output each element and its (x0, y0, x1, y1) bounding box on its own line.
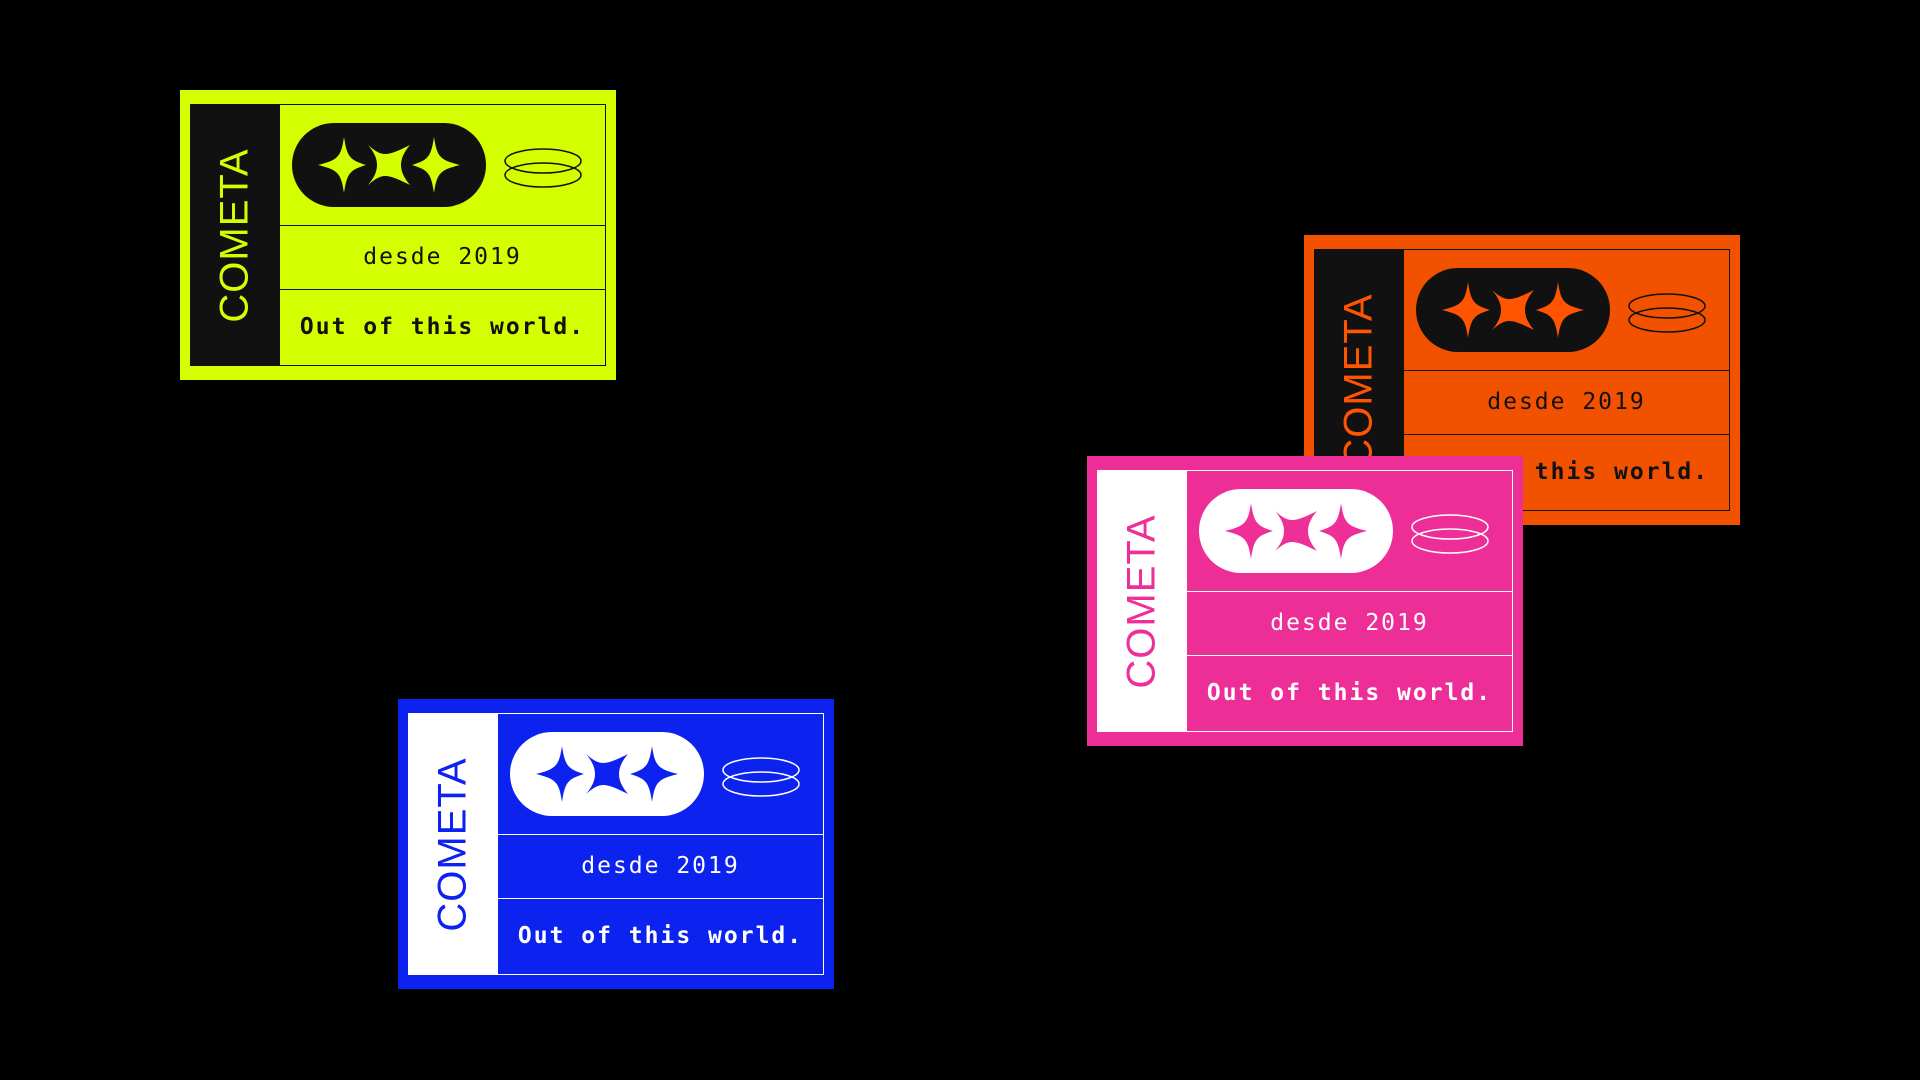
tagline: Out of this world. (517, 923, 804, 949)
sparkle-stars-icon (536, 746, 678, 802)
stars-pill (510, 732, 704, 816)
brand-card-blue: COMETA desde 2019 Out of this world. (398, 699, 834, 989)
since-label: desde 2019 (498, 834, 823, 899)
double-ring-icon (722, 757, 800, 797)
brand-card-lime: COMETA desde 2019 Out of this world. (180, 90, 616, 380)
double-ring-icon (1628, 293, 1706, 333)
card-content: desde 2019 Out of this world. (279, 105, 605, 365)
stars-pill (1199, 489, 1393, 573)
since-label: desde 2019 (280, 225, 605, 290)
tagline: Out of this world. (1206, 680, 1493, 706)
brand-name: COMETA (1119, 513, 1164, 689)
sparkle-stars-icon (1225, 503, 1367, 559)
logo-row (1187, 471, 1512, 592)
since-label: desde 2019 (1404, 370, 1729, 435)
logo-row (1404, 250, 1729, 371)
sparkle-stars-icon (318, 137, 460, 193)
card-content: desde 2019 Out of this world. (1186, 471, 1512, 731)
card-sidebar: COMETA (1098, 471, 1186, 731)
double-ring-icon (1411, 514, 1489, 554)
since-label: desde 2019 (1187, 591, 1512, 656)
card-content: desde 2019 Out of this world. (497, 714, 823, 974)
logo-row (498, 714, 823, 835)
brand-name: COMETA (1336, 292, 1381, 468)
sparkle-stars-icon (1442, 282, 1584, 338)
brand-card-pink: COMETA desde 2019 Out of this world. (1087, 456, 1523, 746)
stars-pill (1416, 268, 1610, 352)
stars-pill (292, 123, 486, 207)
card-frame: COMETA desde 2019 Out of this world. (1097, 470, 1513, 732)
double-ring-icon (504, 148, 582, 188)
brand-name: COMETA (212, 147, 257, 323)
tagline: Out of this world. (299, 314, 586, 340)
card-frame: COMETA desde 2019 Out of this world. (408, 713, 824, 975)
card-frame: COMETA desde 2019 Out of this world. (190, 104, 606, 366)
card-sidebar: COMETA (191, 105, 279, 365)
brand-name: COMETA (430, 756, 475, 932)
card-sidebar: COMETA (409, 714, 497, 974)
logo-row (280, 105, 605, 226)
